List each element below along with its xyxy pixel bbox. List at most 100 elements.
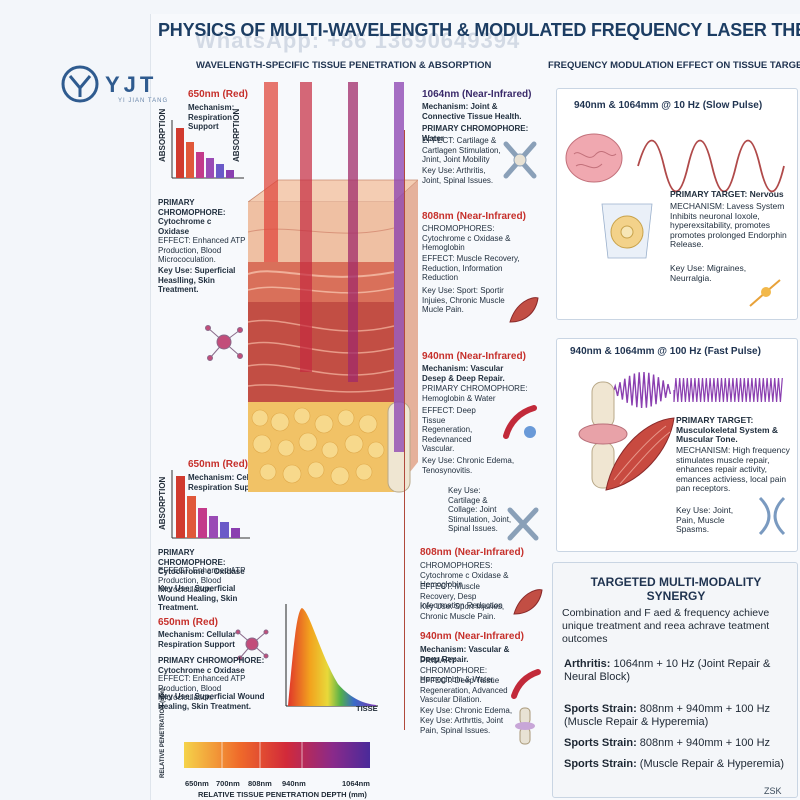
spectrum-curve — [285, 604, 378, 707]
slow-pulse-panel — [556, 88, 798, 320]
fast-wave-graphic — [613, 371, 783, 409]
label-940b-title: 940nm (Near-Infrared) — [420, 631, 524, 642]
absorption-bars-top — [171, 120, 244, 179]
label-808a-chromophores: CHROMOPHORES: Cytochrome c Oxidase & Hem… — [422, 224, 511, 253]
slow-pulse-title: 940nm & 1064mm @ 10 Hz (Slow Pulse) — [574, 100, 763, 111]
slow-keyuse: Key Use: Migraines, Neurralgia. — [670, 263, 747, 283]
primary-mid-line1: PRIMARY CHROMOPHORE: Cytochrome c Oxidas… — [158, 548, 245, 577]
scale-700: 700nm — [216, 779, 240, 788]
synergy-intro: Combination and F aed & frequency achiev… — [562, 607, 770, 645]
label-940a-chromophore: PRIMARY CHROMOPHORE: Hemoglobin & Water — [422, 384, 528, 403]
label-940a-title: 940nm (Near-Infrared) — [422, 351, 526, 362]
label-650-top-mechanism: Mechanism: Respiration Support — [188, 103, 235, 132]
primary-low-line1: PRIMARY CHROMOPHORE: Cytochrome c Oxidas… — [158, 656, 265, 675]
dense-wave — [673, 377, 783, 403]
synergy-row-3-label: Sports Strain: — [564, 737, 637, 749]
nerve-cell-icon — [601, 203, 653, 259]
absorption-ylabel-top: ABSORPTION — [158, 108, 167, 162]
slow-primary-target: PRIMARY TARGET: Nervous — [670, 189, 784, 199]
synergy-row-2-label: Sports Strain: — [564, 703, 637, 715]
fast-mechanism: MECHANISM: High frequency stimulates mus… — [676, 445, 790, 494]
blood-vessel-icon-2 — [511, 669, 541, 699]
label-650-mid-title: 650nm (Red) — [188, 459, 249, 470]
synergy-row-4: Sports Strain: (Muscle Repair & Hyperemi… — [564, 758, 790, 771]
primary-low-keyuse: Key Use: Superficial Wound Healing, Skin… — [158, 692, 265, 711]
scale-1064: 1064nm — [342, 779, 370, 788]
label-808b-chromophores: CHROMOPHORES: Cytochrome c Oxidase & Hem… — [420, 561, 509, 590]
muscle-icon — [509, 297, 539, 323]
label-1064-chromophore: PRIMARY CHROMOPHORE: Water — [422, 124, 529, 143]
label-650-low-mechanism: Mechanism: Cellular Respiration Support — [158, 630, 236, 649]
label-808a-effect: EFFECT: Muscle Recovery, Reduction, Info… — [422, 254, 520, 283]
burst-wave — [613, 371, 672, 409]
fast-pulse-title: 940nm & 1064mm @ 100 Hz (Fast Pulse) — [570, 346, 761, 357]
spectrum-xlabel: TISSE — [356, 704, 378, 713]
label-650-mid-mechanism: Mechanism: Cellular Respiration Support — [188, 473, 266, 492]
primary-mid-effect: EFFECT: Enhanced ATP Production, Blood M… — [158, 566, 246, 595]
synergy-panel — [552, 562, 798, 798]
molecule-icon-small — [235, 629, 269, 661]
label-940b-keyuse-1: Key Use: Chronic Edema, — [420, 706, 513, 715]
label-1064-title: 1064nm (Near-Infrared) — [422, 89, 532, 100]
tissue-cross-section — [248, 82, 418, 493]
neuron-icon — [749, 279, 781, 307]
label-808b-keyuse: Key Use: Sport Injuries, Chronic Muscle … — [420, 602, 505, 621]
knee-icon — [515, 707, 535, 745]
brand-logo-icon — [61, 65, 99, 103]
right-section-heading: FREQUENCY MODULATION EFFECT ON TISSUE TA… — [548, 60, 800, 71]
label-808a-keyuse: Key Use: Sport: Sportir Injuies, Chronic… — [422, 286, 505, 315]
label-cartilage-keyuse: Key Use: Cartilage & Collage: Joint Stim… — [448, 486, 512, 534]
primary-low-effect: EFFECT: Enhanced ATP Production, Blood M… — [158, 674, 246, 703]
slow-wave-brain-graphic — [565, 133, 785, 193]
primary-mid-keyuse: Key Use: Superficial Wound Healing, Skin… — [158, 584, 238, 613]
synergy-title: TARGETED MULTI-MODALITY SYNERGY — [590, 575, 762, 603]
label-808a-title: 808nm (Near-Infrared) — [422, 211, 526, 222]
muscle-bundle-icon — [605, 417, 675, 491]
synergy-row-3: Sports Strain: 808nm + 940mm + 100 Hz — [564, 737, 790, 750]
joint-icon — [503, 141, 537, 179]
fast-primary-target: PRIMARY TARGET: Musculokeletal System & … — [676, 415, 779, 445]
scale-940: 940nm — [282, 779, 306, 788]
label-1064-mechanism: Mechanism: Joint & Connective Tissue Hea… — [422, 102, 522, 121]
fast-keyuse: Key Use: Joint, Pain, Muscle Spasms. — [676, 505, 734, 535]
label-650-low-title: 650nm (Red) — [158, 617, 219, 628]
brand-name: YJT — [105, 72, 158, 97]
synergy-row-1-label: Arthritis: — [564, 658, 611, 670]
label-940a-effect: EFFECT: Deep Tissue Regeneration, Redevn… — [422, 406, 476, 454]
spine-icon — [758, 496, 786, 536]
label-940a-mechanism: Mechanism: Vascular Desep & Deep Repair. — [422, 364, 505, 383]
label-940b-chromophore: PRIMARY CHROMOPHORE: Hemoglobin & Water — [420, 656, 494, 685]
label-1064-keyuse: Key Use: Arthritis, Joint, Spinal Issues… — [422, 166, 494, 185]
synergy-row-4-label: Sports Strain: — [564, 758, 637, 770]
synergy-row-2-text: 808nm + 940mm + 100 Hz (Muscle Repair & … — [564, 703, 771, 728]
corner-mark: ZSK — [764, 786, 782, 796]
synergy-row-4-text: (Muscle Repair & Hyperemia) — [636, 758, 785, 770]
brand-subtitle: YI JIAN TANG — [118, 98, 169, 104]
poster-title: PHYSICS OF MULTI-WAVELENGTH & MODULATED … — [158, 20, 800, 40]
joint-icon-2 — [507, 507, 539, 541]
primary-top-keyuse: Key Use: Superficial Heaslling, Skin Tre… — [158, 266, 236, 295]
synergy-row-3-text: 808nm + 940mm + 100 Hz — [636, 737, 771, 749]
synergy-row-1: Arthritis: 1064nm + 10 Hz (Joint Repair … — [564, 658, 790, 684]
label-650-top-title: 650nm (Red) — [188, 89, 249, 100]
primary-low-chromophore: PRIMARY CHROMOPHORE: Cytochrome c Oxidas… — [158, 656, 276, 675]
label-808b-title: 808nm (Near-Infrared) — [420, 547, 524, 558]
slow-mechanism: MECHANISM: Lavess System Inhibits neuron… — [670, 201, 787, 250]
primary-mid-chromophore: PRIMARY CHROMOPHORE: Cytochrome c Oxidas… — [158, 548, 258, 577]
label-940a-keyuse: Key Use: Chronic Edema, Tenosynovitis. — [422, 456, 515, 475]
watermark-text: WhatsApp: +86 13690649394 — [195, 28, 521, 53]
muscle-icon-2 — [513, 589, 543, 615]
knee-joint-icon — [578, 381, 628, 489]
synergy-row-2: Sports Strain: 808nm + 940mm + 100 Hz (M… — [564, 703, 790, 729]
label-940b-keyuse-2: Key Use: Arthrttis, Joint Pain, Spinal I… — [420, 716, 504, 735]
scale-650: 650nm — [185, 779, 209, 788]
penetration-ylabel: RELATIVE PENETRATION (mm) — [160, 688, 166, 778]
absorption-ylabel-mid: ABSORPTION — [158, 476, 167, 530]
molecule-icon — [205, 325, 243, 361]
left-section-heading: WAVELENGTH-SPECIFIC TISSUE PENETRATION &… — [196, 60, 492, 71]
primary-top-chromophore: PRIMARY CHROMOPHORE: Cytochrome c Oxidas… — [158, 198, 244, 236]
label-940b-effect: EFFECT: Deep Tissue Regeneration, Advanc… — [420, 676, 508, 705]
primary-top-effect: EFFECT: Enhanced ATP Production, Blood M… — [158, 236, 246, 265]
primary-top-line1: PRIMARY CHROMOPHORE: Cytochrome c Oxidas… — [158, 198, 226, 236]
absorption-bars-mid — [171, 470, 250, 539]
